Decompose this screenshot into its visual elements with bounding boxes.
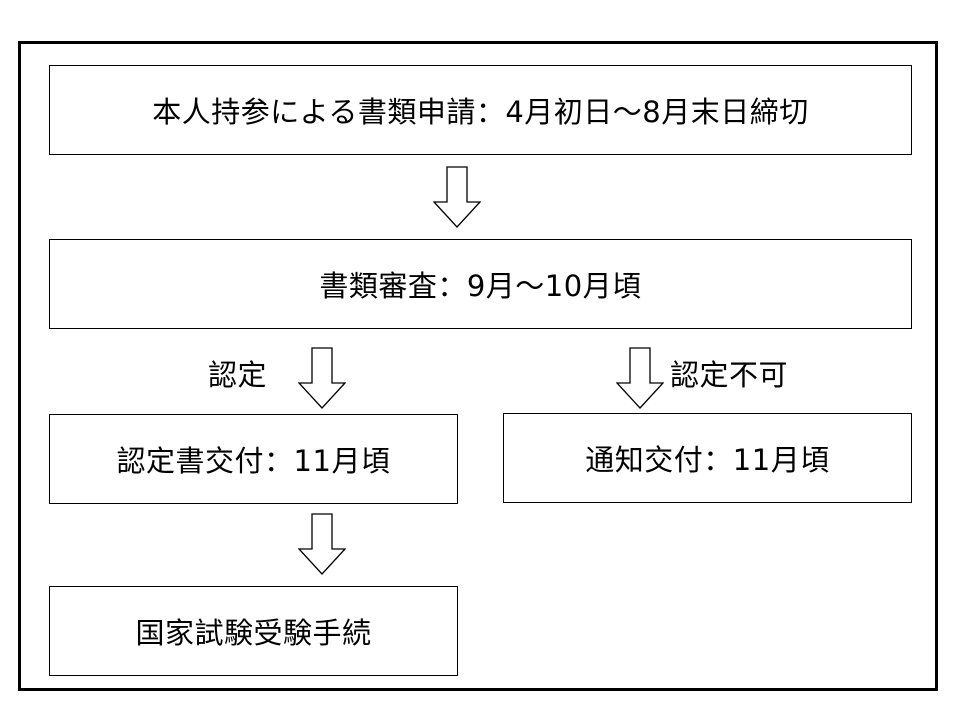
approved-label: 認定 bbox=[208, 358, 268, 392]
application-step: 本人持参による書類申請：4月初日～8月末日締切 bbox=[49, 65, 912, 155]
exam-step: 国家試験受験手続 bbox=[49, 586, 458, 676]
exam-step-text: 国家試験受験手続 bbox=[135, 616, 372, 650]
down-arrow-icon bbox=[298, 513, 346, 575]
application-step-text: 本人持参による書類申請：4月初日～8月末日締切 bbox=[152, 95, 809, 129]
review-step-text: 書類審査：9月～10月頃 bbox=[319, 269, 642, 303]
diagram-frame bbox=[18, 41, 938, 691]
down-arrow-icon bbox=[616, 347, 664, 409]
down-arrow-icon bbox=[298, 347, 346, 409]
review-step: 書類審査：9月～10月頃 bbox=[49, 239, 912, 329]
notification-step-text: 通知交付：11月頃 bbox=[585, 443, 830, 477]
certificate-step-text: 認定書交付：11月頃 bbox=[116, 444, 391, 478]
notification-step: 通知交付：11月頃 bbox=[503, 413, 912, 503]
rejected-label: 認定不可 bbox=[670, 358, 789, 392]
down-arrow-icon bbox=[433, 166, 481, 228]
certificate-step: 認定書交付：11月頃 bbox=[49, 414, 458, 504]
